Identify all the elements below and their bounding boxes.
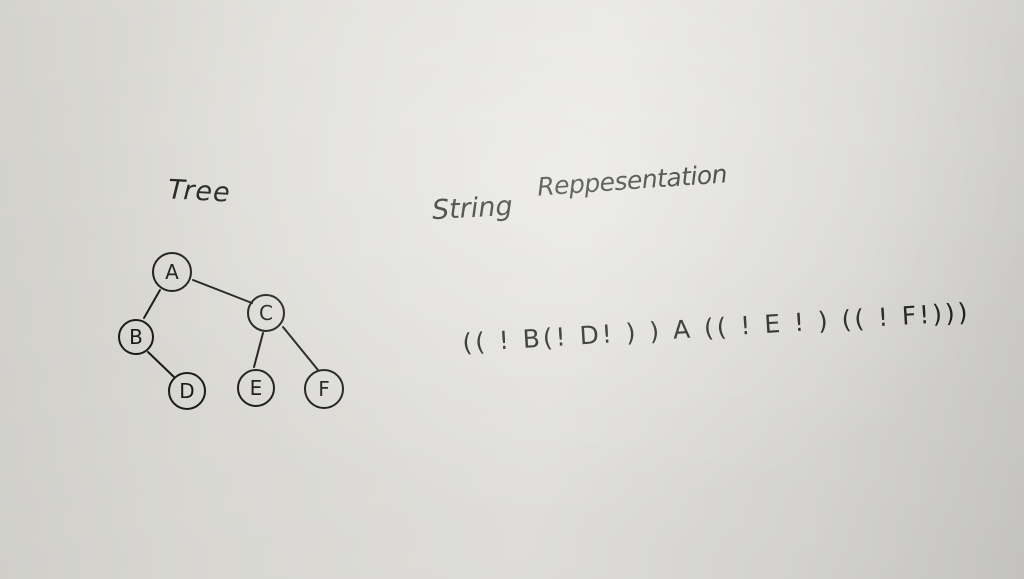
edge-c-f (282, 326, 319, 371)
node-f-label: F (318, 377, 330, 401)
edge-a-b (143, 289, 161, 319)
edge-a-c (192, 279, 253, 304)
node-b: B (118, 319, 154, 355)
node-e-label: E (250, 376, 263, 400)
node-c-label: C (259, 301, 273, 325)
node-e: E (237, 369, 275, 407)
edge-c-e (253, 332, 264, 368)
edge-b-d (147, 351, 175, 378)
node-a-label: A (165, 260, 179, 284)
node-b-label: B (129, 325, 143, 349)
node-f: F (304, 369, 344, 409)
node-d-label: D (179, 379, 194, 403)
node-a: A (152, 252, 192, 292)
node-d: D (168, 372, 206, 410)
node-c: C (247, 294, 285, 332)
